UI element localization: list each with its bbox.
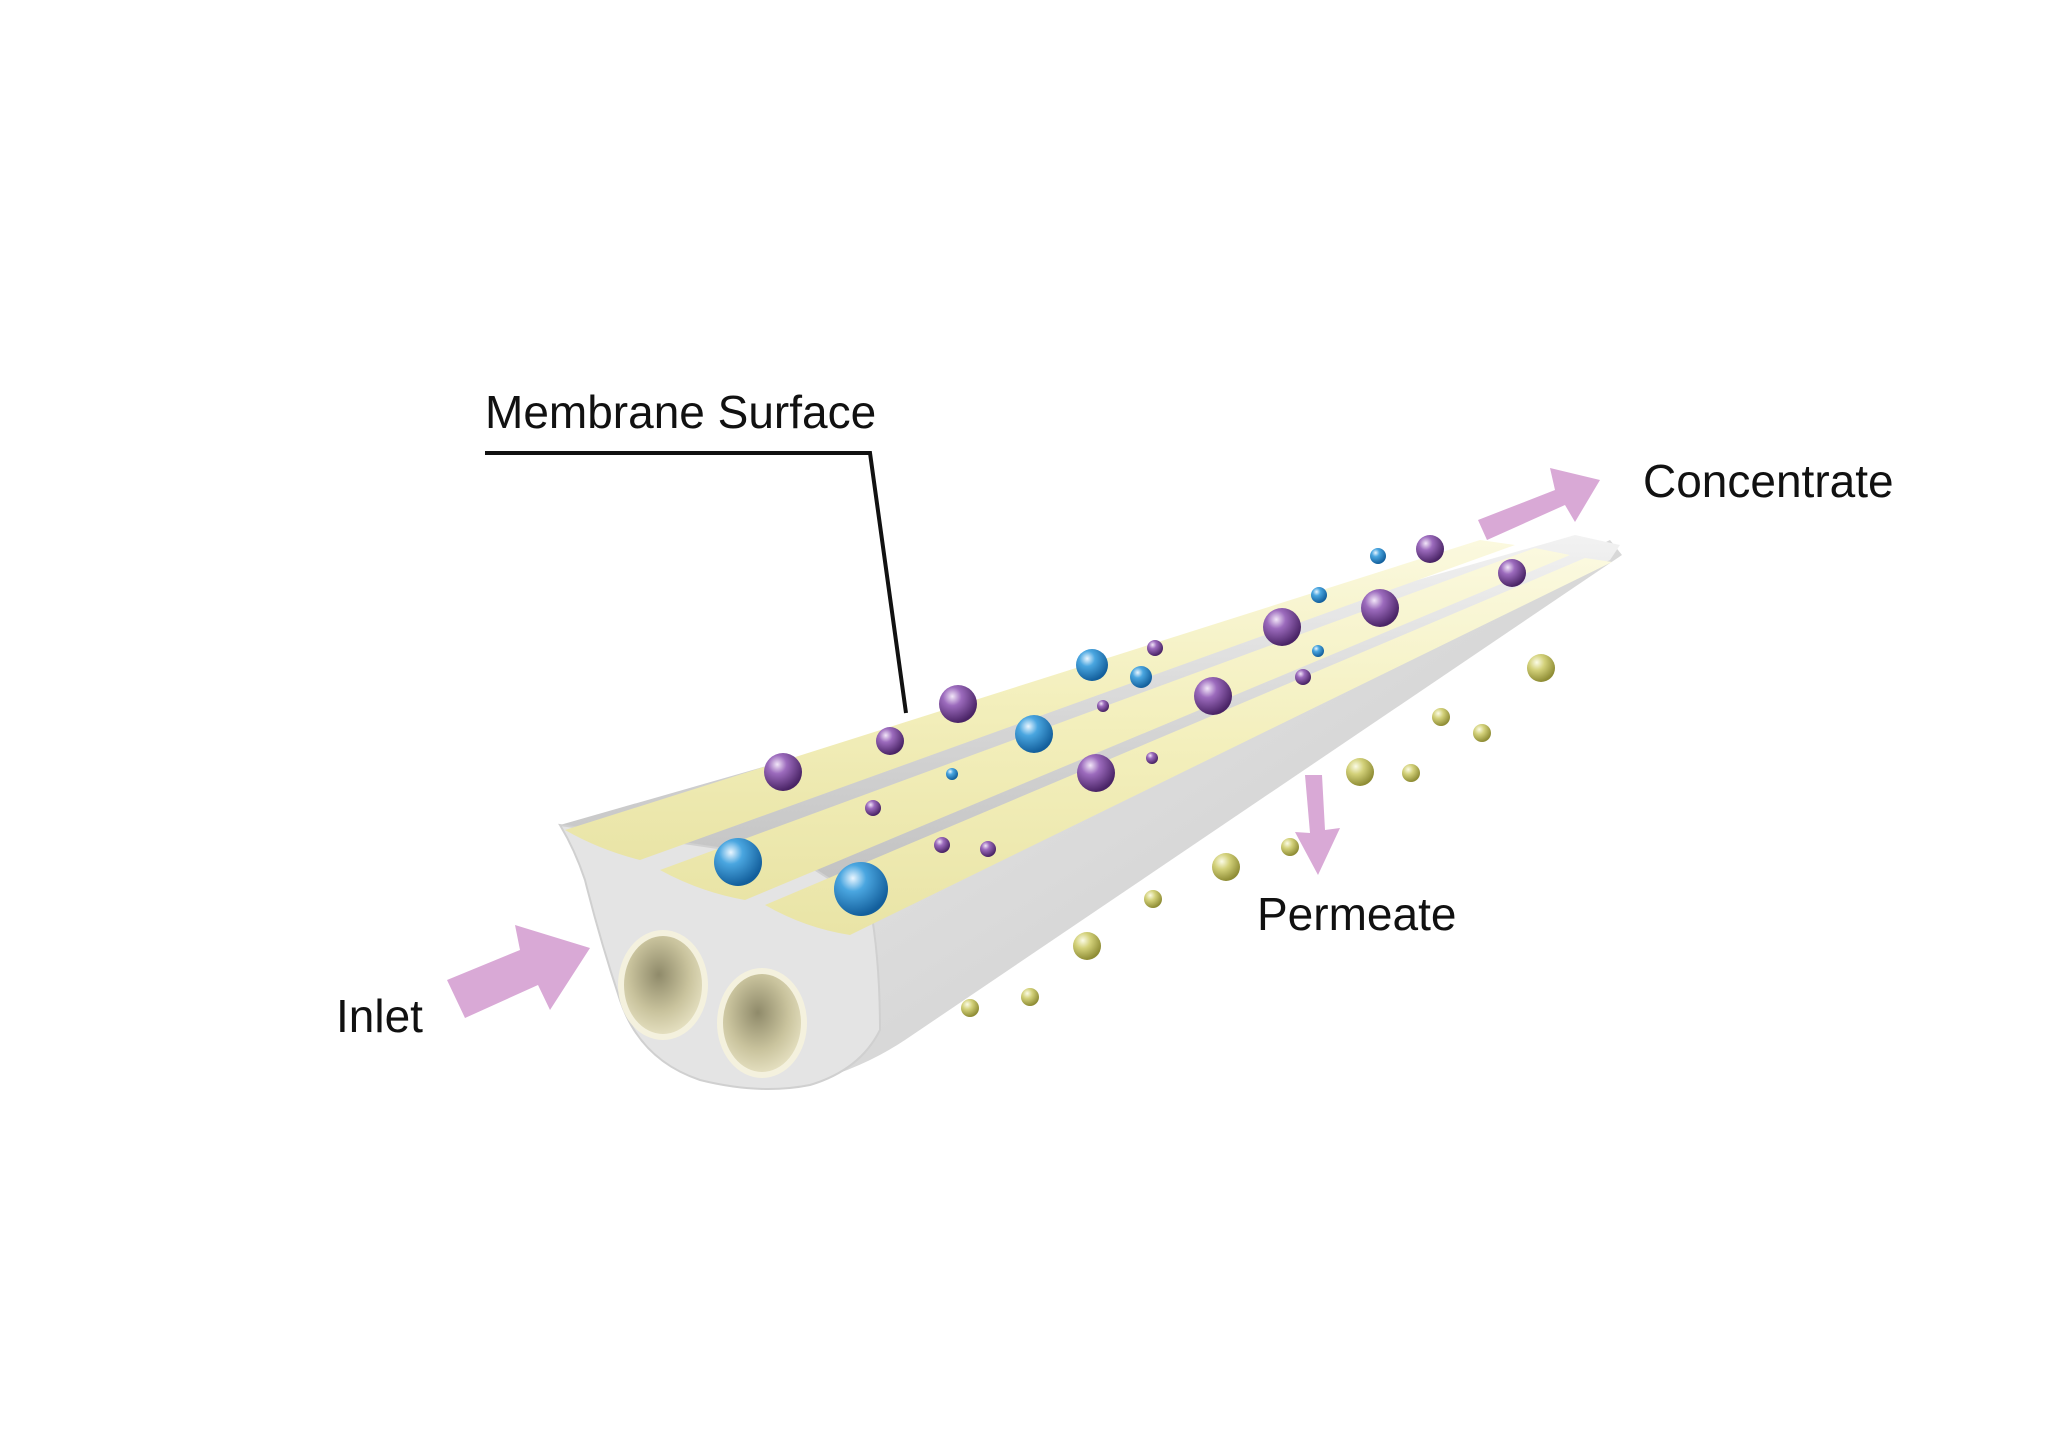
purple-particle [876, 727, 904, 755]
permeate-particle [1144, 890, 1162, 908]
permeate-arrow-icon [1295, 775, 1340, 875]
membrane-channel-2 [660, 548, 1570, 900]
channel-bore-right [717, 968, 807, 1078]
blue-particle [1311, 587, 1327, 603]
blue-particle [1312, 645, 1324, 657]
purple-particle [1361, 589, 1399, 627]
permeate-particle [961, 999, 979, 1017]
purple-particle [1263, 608, 1301, 646]
purple-particle [1146, 752, 1158, 764]
purple-particle [1416, 535, 1444, 563]
membrane-side-face [800, 540, 1622, 1085]
permeate-label: Permeate [1257, 888, 1456, 940]
blue-particle [1370, 548, 1386, 564]
blue-particle [834, 862, 888, 916]
blue-particle [1015, 715, 1053, 753]
blue-particle [714, 838, 762, 886]
membrane-surface-label: Membrane Surface [485, 386, 876, 438]
purple-particle [1498, 559, 1526, 587]
purple-particle [1077, 754, 1115, 792]
blue-particle [1130, 666, 1152, 688]
retained-purple-particles [764, 535, 1526, 857]
inlet-arrow-icon [447, 925, 590, 1018]
purple-particle [1295, 669, 1311, 685]
purple-particle [980, 841, 996, 857]
purple-particle [1194, 677, 1232, 715]
permeate-particle [1212, 853, 1240, 881]
purple-particle [764, 753, 802, 791]
retained-blue-particles [714, 548, 1386, 916]
membrane-element [558, 535, 1622, 1090]
purple-particle [939, 685, 977, 723]
blue-particle [1076, 649, 1108, 681]
blue-particle [946, 768, 958, 780]
membrane-surface-leader-line [485, 451, 908, 714]
purple-particle [865, 800, 881, 816]
inlet-label: Inlet [336, 990, 423, 1042]
permeate-particles [961, 654, 1555, 1017]
concentrate-label: Concentrate [1643, 455, 1894, 507]
membrane-channel-3 [765, 558, 1612, 935]
permeate-particle [1346, 758, 1374, 786]
purple-particle [1147, 640, 1163, 656]
permeate-particle [1402, 764, 1420, 782]
purple-particle [934, 837, 950, 853]
concentrate-arrow-icon [1478, 468, 1600, 540]
purple-particle [1097, 700, 1109, 712]
permeate-particle [1527, 654, 1555, 682]
permeate-particle [1281, 838, 1299, 856]
permeate-particle [1473, 724, 1491, 742]
permeate-particle [1432, 708, 1450, 726]
permeate-particle [1073, 932, 1101, 960]
permeate-particle [1021, 988, 1039, 1006]
channel-bore-left [618, 930, 708, 1040]
